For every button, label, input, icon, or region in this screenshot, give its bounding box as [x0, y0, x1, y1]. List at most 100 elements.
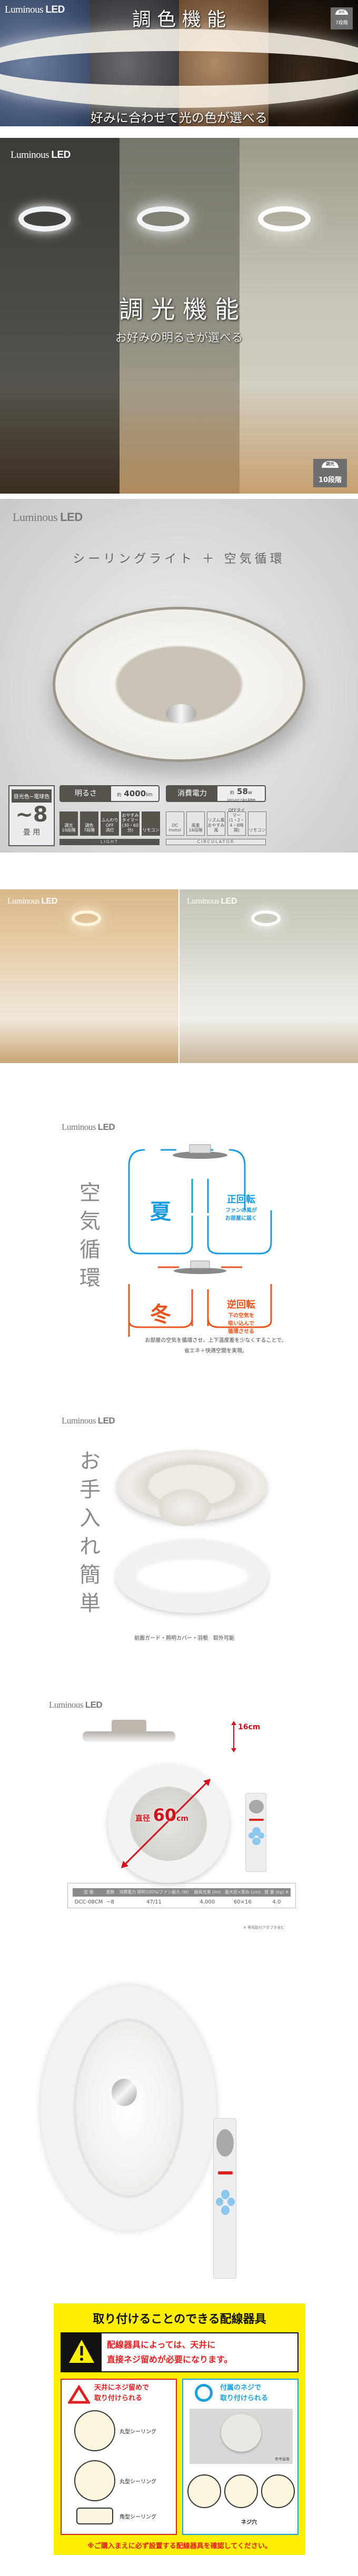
section-subtitle: 好みに合わせて光の色が選べる — [91, 111, 267, 125]
feature-icon-top: リズム風 — [207, 818, 225, 823]
adapter-icon — [187, 2474, 221, 2508]
room-bright — [240, 138, 358, 494]
room-cool-photo: Luminous LED — [180, 889, 358, 1063]
feature-icon: OFFタイマー(1・2・4・8時間) — [227, 808, 246, 836]
power-label: 消費電力 — [167, 786, 217, 801]
room-mid — [120, 138, 240, 494]
side-view-image — [83, 1731, 175, 1742]
feature-icon-top: 調色 — [85, 823, 94, 828]
feature-icon-label: 16段階 — [188, 828, 203, 833]
feature-icon-top: おやすみタイマー — [122, 813, 139, 823]
feature-icon-top: 風量 — [191, 823, 200, 828]
brand-logo: Luminous LED — [13, 510, 83, 524]
footer-note: ※ご購入まえに必ず設置する配線器具を確認してください。 — [87, 2542, 272, 2550]
room-warm-photo: Luminous LED — [0, 889, 178, 1063]
fan-light-image — [41, 1986, 216, 2231]
install-title: 取り付けることのできる配線器具 — [93, 2313, 266, 2326]
winter-label: 冬 — [150, 1302, 171, 1327]
brightness-spec: 明るさ 約 4000lm — [59, 785, 160, 802]
brand-logo: Luminous LED — [11, 149, 71, 161]
install-notice: 取り付けることのできる配線器具 配線器具によっては、天井に直接ネジ留めが必要にな… — [54, 2303, 305, 2555]
feature-icon-label: おやすみ風 — [207, 823, 225, 833]
room-unit: 畳 用 — [23, 828, 41, 837]
included-screw-box: 付属のネジで取り付けられる 参考画像 ネジ穴 — [182, 2379, 299, 2535]
column-header: 畳数 — [104, 1888, 116, 1897]
height-value: 16cm — [238, 1723, 261, 1731]
ceiling-fan-light — [53, 607, 305, 762]
fan-blades-image — [158, 1489, 211, 1526]
lamp-dim — [18, 206, 71, 232]
light-ring — [0, 29, 358, 108]
ceiling-type-label: 角型シーリング — [120, 2514, 156, 2520]
brand-logo: Luminous LED — [187, 897, 237, 906]
room-comparison: Luminous LED Luminous LED — [0, 889, 358, 1063]
column-header: 質 量 (kg) ※ — [262, 1888, 291, 1897]
brightness-label: 明るさ — [61, 786, 111, 801]
feature-icon-label: (30・60分) — [122, 823, 139, 833]
remote-control-image — [245, 1793, 266, 1872]
table-note: ※ 専用取付アダプタ含む — [243, 1926, 285, 1930]
table-cell: 47/11 — [146, 1899, 162, 1905]
room-dim — [0, 138, 120, 494]
feature-icon-top: 調光 — [64, 823, 73, 828]
product-overview: Luminous LED シーリングライト ＋ 空気循環 昼光色~電球色 ~8 … — [0, 499, 358, 853]
brand-logo: Luminous LED — [62, 1122, 115, 1132]
brand-logo: Luminous LED — [49, 1700, 103, 1710]
cover-ring-image — [116, 1539, 268, 1613]
column-header: 型 番 — [73, 1888, 105, 1897]
brightness-value: 約 4000lm — [117, 789, 153, 798]
light-group-label: LIGHT — [59, 839, 160, 845]
screw-mount-box: 天井にネジ留めで取り付けられる 丸型シーリング丸型シーリング角型シーリング — [61, 2379, 177, 2535]
ceiling-type-label: 丸型シーリング — [120, 2429, 156, 2435]
feature-icon-top: ふんわりOFF — [101, 818, 118, 828]
screw-mount-title: 天井にネジ留めで取り付けられる — [94, 2384, 150, 2402]
feature-icon: リモコン — [248, 811, 266, 836]
column-header: 器具光束 (lm) — [192, 1888, 223, 1897]
section-title: 調 色 機 能 — [132, 9, 226, 31]
feature-icon: リモコン — [142, 811, 160, 836]
column-header: 消費電力 照明100%/ファン最大 (W) — [116, 1888, 192, 1897]
caption: お部屋の空気を循環させ、上下温度差を少なくすることで、省エネ＋快適空間を実現。 — [145, 1338, 287, 1354]
side-view-image — [112, 1720, 146, 1733]
room-size-box: 昼光色~電球色 ~8 畳 用 — [8, 785, 55, 846]
column-header: 最大径×厚み (cm) — [222, 1888, 263, 1897]
included-screw-title: 付属のネジで取り付けられる — [220, 2384, 268, 2402]
diameter-value: 直径 60cm — [135, 1805, 188, 1825]
photo-note: 参考画像 — [275, 2457, 290, 2461]
bulb-icon: 調色 — [335, 9, 348, 15]
caption: 前面ガード・照明カバー・羽根 取外可能 — [134, 1636, 234, 1641]
air-circulation: Luminous LED 空気循環 夏 正回転ファンの風がお部屋に届く 冬 逆回… — [0, 1116, 358, 1363]
section-title: 調 光 機 能 — [119, 295, 239, 324]
adapter-icon — [261, 2474, 295, 2508]
table-cell: ~8 — [106, 1899, 114, 1905]
fan-hub — [166, 704, 196, 723]
badge-steps: 7段階 — [335, 21, 348, 26]
section-subtitle: お好みの明るさが選べる — [115, 332, 243, 345]
fan-unit-icon — [173, 1144, 227, 1274]
feature-icon-label: 10段階 — [62, 828, 76, 833]
warning-box: 配線器具によっては、天井に直接ネジ留めが必要になります。 — [61, 2332, 299, 2372]
easy-care: Luminous LED お手入れ簡単 前面ガード・照明カバー・羽根 取外可能 — [0, 1410, 358, 1652]
triangle-icon — [68, 2385, 90, 2404]
lamp — [72, 910, 101, 926]
tagline: シーリングライト ＋ 空気循環 — [73, 552, 285, 566]
table-header: 型 番畳数消費電力 照明100%/ファン最大 (W)器具光束 (lm)最大径×厚… — [73, 1888, 291, 1897]
vertical-title: お手入れ簡単 — [76, 1450, 100, 1620]
spec-table: 型 番畳数消費電力 照明100%/ファン最大 (W)器具光束 (lm)最大径×厚… — [67, 1883, 296, 1908]
warning-icon — [69, 2340, 94, 2363]
table-cell: 4.0 — [272, 1899, 281, 1905]
feature-icon-label: 消灯 — [105, 828, 114, 833]
feature-icon-label: 7段階 — [83, 828, 95, 833]
height-arrow-icon — [231, 1721, 236, 1752]
